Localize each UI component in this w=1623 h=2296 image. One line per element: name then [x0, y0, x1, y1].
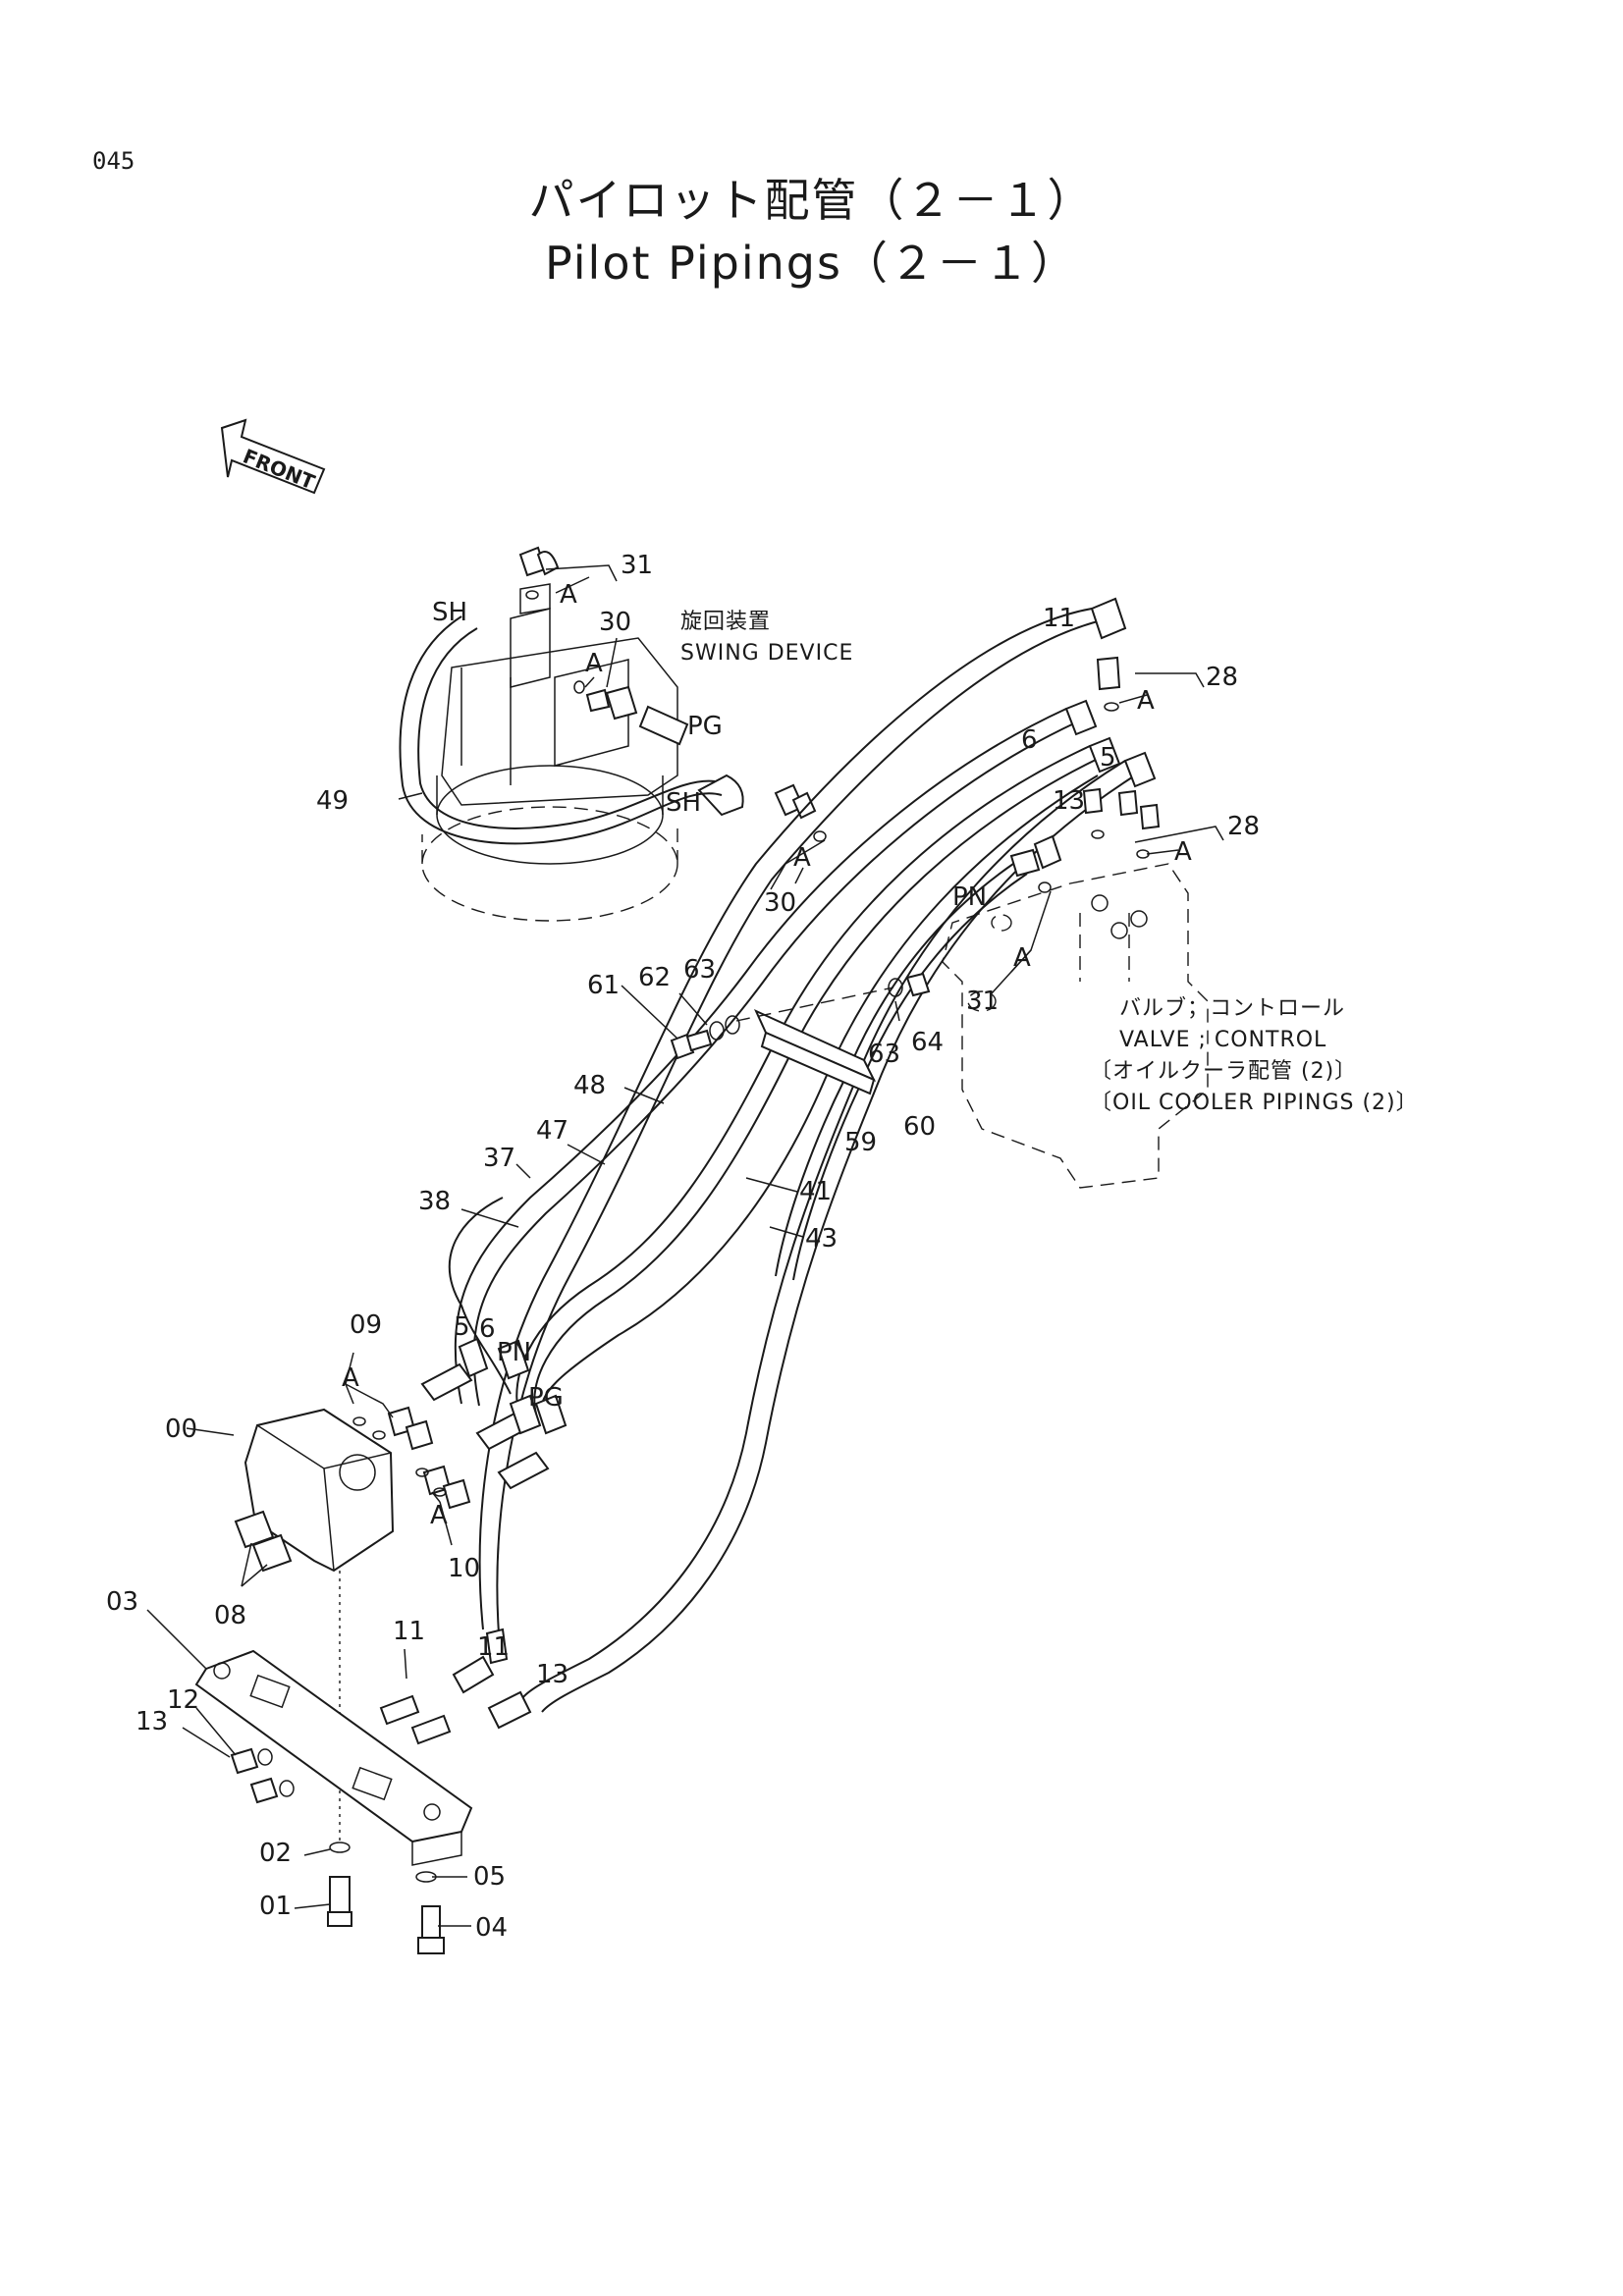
swing-device-body [421, 583, 678, 922]
callout-11-plate: 11 [393, 1617, 425, 1646]
port-label-pn-valve: PN [952, 882, 987, 912]
port-label-sh-right: SH [666, 788, 701, 818]
page-number: 045 [92, 147, 135, 175]
port-label-a-30b: A [793, 843, 811, 873]
port-label-a-09: A [342, 1363, 359, 1393]
port-label-a-28-top: A [1137, 686, 1155, 716]
control-valve-ref-en: 〔OIL COOLER PIPINGS (2)〕 [1090, 1091, 1419, 1115]
hose-49 [399, 615, 723, 845]
callout-60: 60 [903, 1112, 936, 1142]
title-english: Pilot Pipings（２－１） [545, 237, 1078, 290]
callout-48: 48 [573, 1071, 606, 1100]
callout-62: 62 [638, 963, 671, 992]
callout-00: 00 [165, 1415, 197, 1444]
callout-28-bottom: 28 [1227, 812, 1260, 841]
callout-30-top: 30 [599, 608, 631, 637]
callout-08: 08 [214, 1601, 246, 1630]
callout-41: 41 [799, 1177, 832, 1206]
control-valve-label-en: VALVE ; CONTROL [1119, 1028, 1326, 1052]
pilot-hose-fittings [420, 1337, 568, 1730]
swing-device-label-ja: 旋回装置 [680, 610, 771, 634]
callout-13-valve: 13 [1053, 786, 1085, 816]
callout-03: 03 [106, 1587, 138, 1617]
callout-01: 01 [259, 1892, 292, 1921]
callout-43: 43 [805, 1224, 838, 1254]
callout-38: 38 [418, 1187, 451, 1216]
callout-12: 12 [167, 1685, 199, 1715]
callout-30-bottom: 30 [764, 888, 796, 918]
callout-63-right: 63 [868, 1040, 900, 1069]
port-label-a-31b: A [1013, 943, 1031, 973]
callout-47: 47 [536, 1116, 568, 1146]
callout-31-bottom: 31 [966, 987, 999, 1016]
hose-clamp [670, 972, 931, 1095]
control-valve-ref-ja: 〔オイルクーラ配管 (2)〕 [1090, 1059, 1357, 1084]
callout-28-top: 28 [1206, 663, 1238, 692]
title-japanese: パイロット配管（２－１） [528, 174, 1095, 227]
callout-10: 10 [448, 1554, 480, 1583]
port-label-5: 5 [454, 1312, 470, 1342]
callout-61: 61 [587, 971, 620, 1000]
port-label-pg-pilot: PG [528, 1383, 564, 1413]
callout-11-hose: 11 [477, 1632, 510, 1662]
port-label-a-30: A [585, 649, 603, 678]
callout-02: 02 [259, 1839, 292, 1868]
callout-49: 49 [316, 786, 349, 816]
callout-5-valve: 5 [1100, 743, 1116, 773]
callout-11-top: 11 [1043, 604, 1075, 633]
callout-numbers: 31 30 28 28 49 11 13 6 5 30 31 61 62 63 … [106, 551, 1260, 1943]
callout-13-plate: 13 [135, 1707, 168, 1736]
port-label-sh-top: SH [432, 598, 467, 627]
callout-13-hose: 13 [536, 1660, 568, 1689]
control-valve-label-ja: バルブ；コントロール [1119, 996, 1345, 1021]
control-valve-body [942, 863, 1209, 1189]
callout-6-valve: 6 [1021, 725, 1038, 755]
port-label-6: 6 [479, 1314, 496, 1344]
front-arrow: FRONT [220, 418, 326, 494]
port-labels: SH PG SH PN PN PG 5 6 A A A A A A A A [342, 580, 1192, 1530]
port-label-a-10: A [430, 1501, 448, 1530]
port-label-a-28-bottom: A [1174, 837, 1192, 867]
main-hoses [448, 608, 1136, 1713]
pilot-valve-assembly [194, 1406, 473, 1954]
callout-05: 05 [473, 1862, 506, 1892]
callout-09: 09 [350, 1310, 382, 1340]
leader-lines [146, 564, 1224, 1927]
callout-04: 04 [475, 1913, 508, 1943]
callout-64: 64 [911, 1028, 944, 1057]
callout-63-left: 63 [683, 955, 716, 985]
port-label-a-31: A [560, 580, 577, 610]
port-label-pg-swing: PG [687, 712, 723, 741]
callout-37: 37 [483, 1144, 515, 1173]
valve-fittings [1009, 597, 1161, 893]
swing-device-label-en: SWING DEVICE [680, 641, 853, 666]
callout-31-top: 31 [621, 551, 653, 580]
port-label-pn-pilot: PN [497, 1338, 531, 1367]
callout-59: 59 [844, 1128, 877, 1157]
